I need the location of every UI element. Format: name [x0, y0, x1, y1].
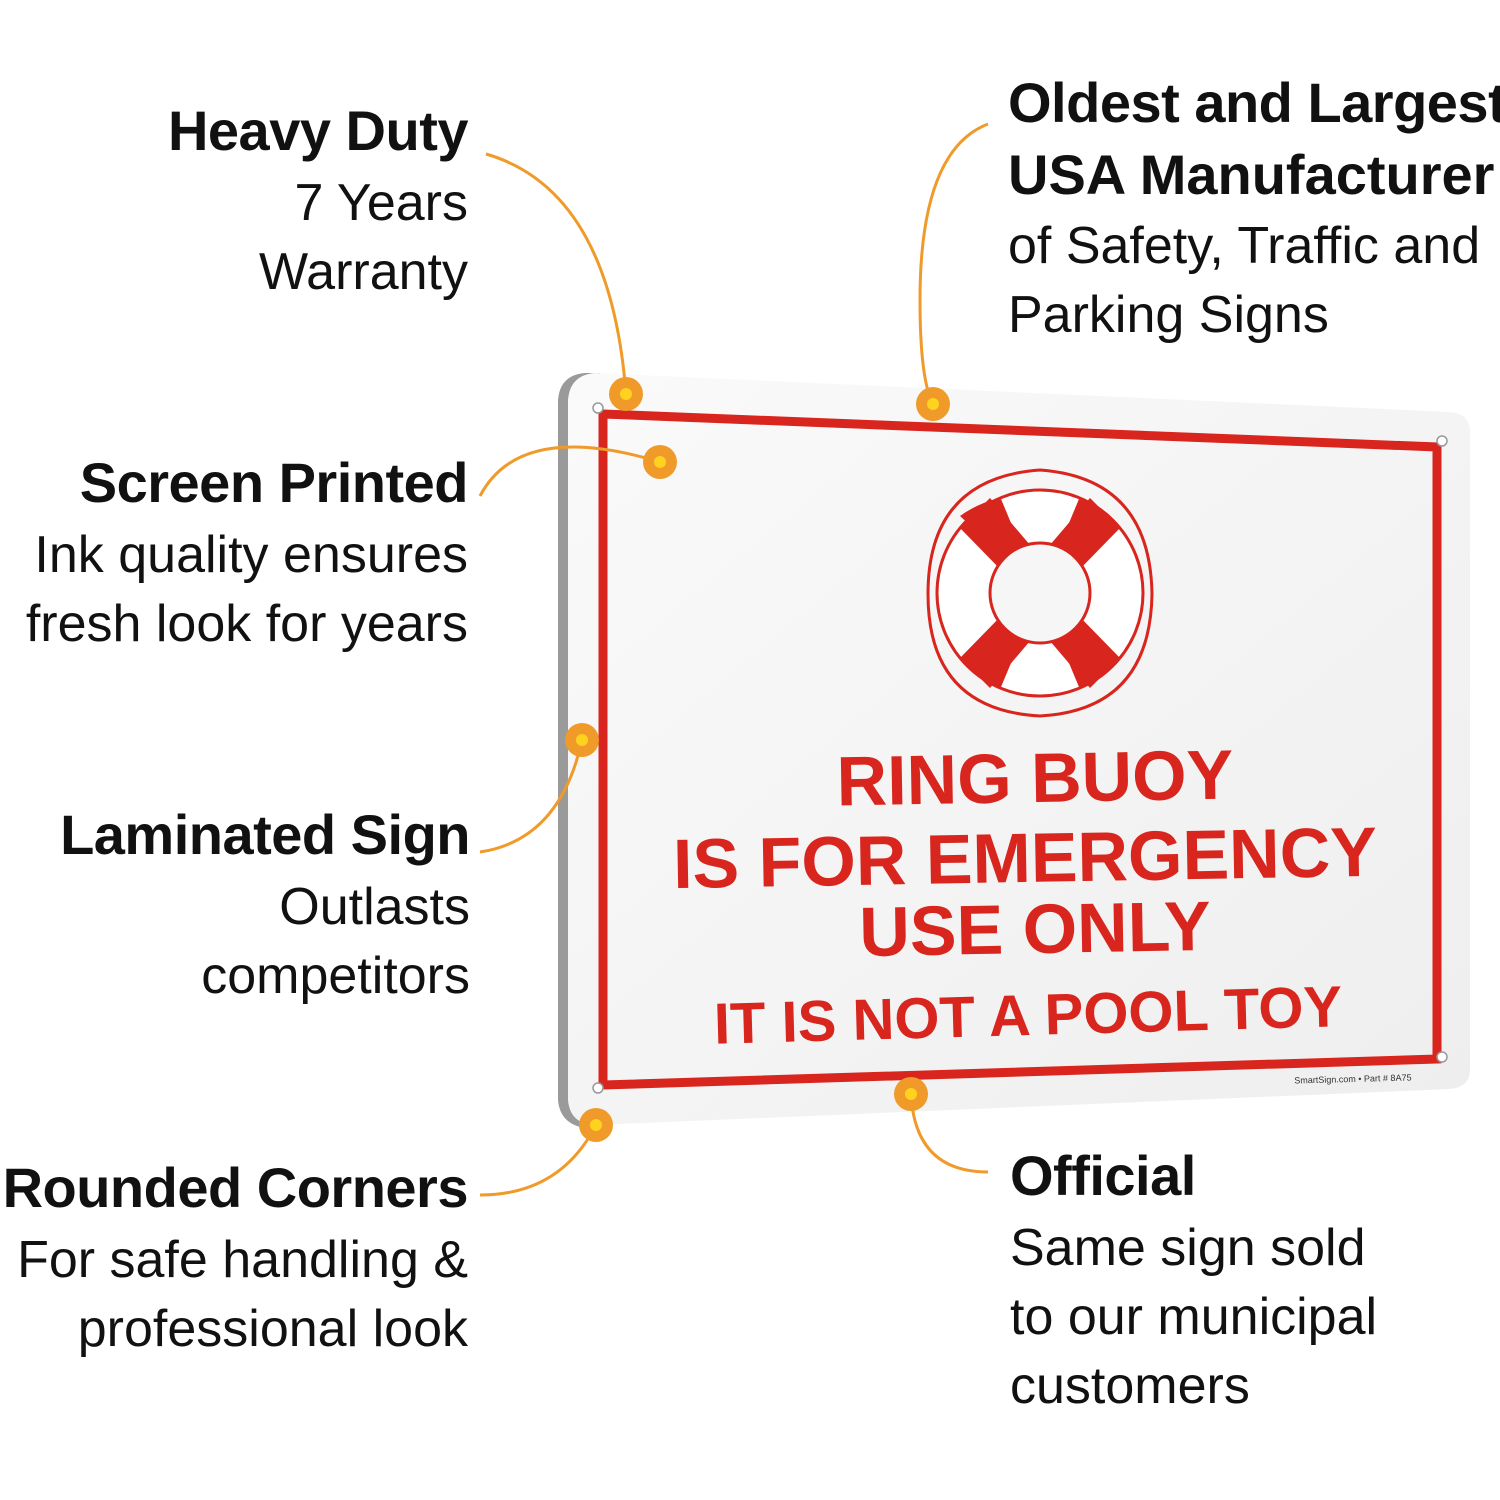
- feature-screen-printed: Screen Printed Ink quality ensures fresh…: [25, 451, 469, 653]
- feature-line: to our municipal: [1010, 1288, 1378, 1346]
- feature-line: customers: [1010, 1357, 1250, 1415]
- feature-line: Outlasts: [279, 878, 470, 936]
- feature-title: Heavy Duty: [167, 99, 469, 162]
- feature-line: Same sign sold: [1010, 1219, 1366, 1277]
- sign-text-line-2: IS FOR EMERGENCY: [672, 813, 1377, 903]
- sign-plate: [568, 373, 1470, 1125]
- callout-line-laminated: [479, 739, 584, 854]
- feature-title: Official: [1010, 1144, 1196, 1207]
- feature-line: professional look: [77, 1300, 468, 1358]
- feature-heavy-duty: Heavy Duty 7 Years Warranty: [167, 99, 469, 301]
- feature-line: of Safety, Traffic and: [1008, 217, 1481, 275]
- feature-line: competitors: [201, 947, 470, 1005]
- mounting-hole: [1436, 1051, 1448, 1063]
- feature-title: Laminated Sign: [60, 803, 470, 866]
- callout-dot: [565, 723, 599, 757]
- callout-line-heavy-duty: [485, 152, 628, 395]
- feature-line: Ink quality ensures: [34, 526, 468, 584]
- callout-dot: [894, 1077, 928, 1111]
- feature-line: fresh look for years: [25, 595, 468, 653]
- mounting-hole: [592, 1082, 604, 1094]
- feature-line: Warranty: [259, 243, 468, 301]
- feature-title: Rounded Corners: [2, 1156, 469, 1219]
- callout-line-screen-printed: [478, 445, 661, 497]
- feature-official: Official Same sign sold to our municipal…: [1010, 1144, 1378, 1415]
- feature-rounded-corners: Rounded Corners For safe handling & prof…: [2, 1156, 469, 1358]
- callout-line-rounded: [479, 1124, 598, 1197]
- feature-line: USA Manufacturer: [1008, 143, 1495, 206]
- callout-dot: [643, 445, 677, 479]
- feature-line: 7 Years: [294, 174, 469, 232]
- mounting-hole: [1436, 435, 1448, 447]
- feature-line: For safe handling &: [17, 1231, 468, 1289]
- callout-dot: [609, 377, 643, 411]
- feature-oldest-largest: Oldest and Largest USA Manufacturer of S…: [1008, 71, 1500, 344]
- sign-text-line-3: USE ONLY: [859, 887, 1212, 971]
- callout-dot: [916, 387, 950, 421]
- sign-text-line-1: RING BUOY: [836, 736, 1234, 821]
- feature-laminated-sign: Laminated Sign Outlasts competitors: [60, 803, 470, 1005]
- feature-title: Oldest and Largest: [1008, 71, 1500, 134]
- ring-buoy-icon: [926, 468, 1154, 718]
- feature-line: Parking Signs: [1008, 286, 1329, 344]
- callout-dot: [579, 1108, 613, 1142]
- sign-footer: SmartSign.com • Part # 8A75: [1294, 1072, 1411, 1085]
- callout-line-oldest: [918, 122, 989, 405]
- mounting-hole: [592, 402, 604, 414]
- feature-title: Screen Printed: [79, 451, 469, 514]
